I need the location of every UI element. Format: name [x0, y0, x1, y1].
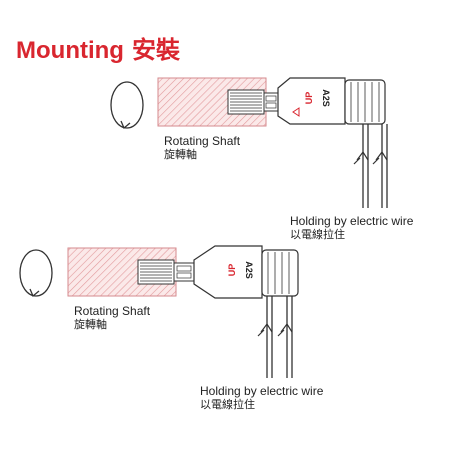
shaft-label-1: Rotating Shaft 旋轉軸	[164, 134, 240, 162]
shaft-label-1-en: Rotating Shaft	[164, 134, 241, 148]
rotor-stripes-1	[227, 89, 265, 115]
shaft-label-2-en: Rotating Shaft	[74, 304, 151, 318]
rotation-arrow-icon	[110, 81, 144, 130]
wire-label-1: Holding by electric wire 以電線拉住	[290, 214, 413, 242]
model-text-2: A2S	[244, 261, 254, 279]
slip-ring-body-1	[277, 77, 346, 125]
shaft-label-2: Rotating Shaft 旋轉軸	[74, 304, 150, 332]
electric-wires-1	[353, 124, 388, 208]
shaft-label-2-cn: 旋轉軸	[74, 318, 107, 331]
shaft-label-1-cn: 旋轉軸	[164, 148, 197, 161]
wire-label-2-en: Holding by electric wire	[200, 384, 324, 398]
wire-label-1-en: Holding by electric wire	[290, 214, 414, 228]
rotor-stripes-2	[137, 259, 175, 285]
page-title: Mounting 安裝	[16, 30, 180, 65]
wire-label-2: Holding by electric wire 以電線拉住	[200, 384, 323, 412]
model-text-1: A2S	[321, 89, 331, 107]
electric-wires-2	[257, 296, 293, 378]
slip-ring-body-2	[193, 245, 263, 299]
title-english: Mounting	[16, 37, 124, 64]
assembly-2: UP A2S	[19, 245, 299, 378]
brand-logo-1	[292, 107, 300, 117]
wire-label-1-cn: 以電線拉住	[290, 228, 345, 241]
brand-text-1: UP	[304, 92, 314, 105]
ribbed-cap-1	[344, 79, 386, 125]
wire-label-2-cn: 以電線拉住	[200, 398, 255, 411]
title-chinese: 安裝	[131, 36, 180, 64]
ribbed-cap-2	[261, 249, 299, 297]
assembly-1: UP A2S	[110, 77, 388, 208]
rotation-arrow-icon	[19, 249, 53, 298]
brand-text-2: UP	[227, 264, 237, 277]
